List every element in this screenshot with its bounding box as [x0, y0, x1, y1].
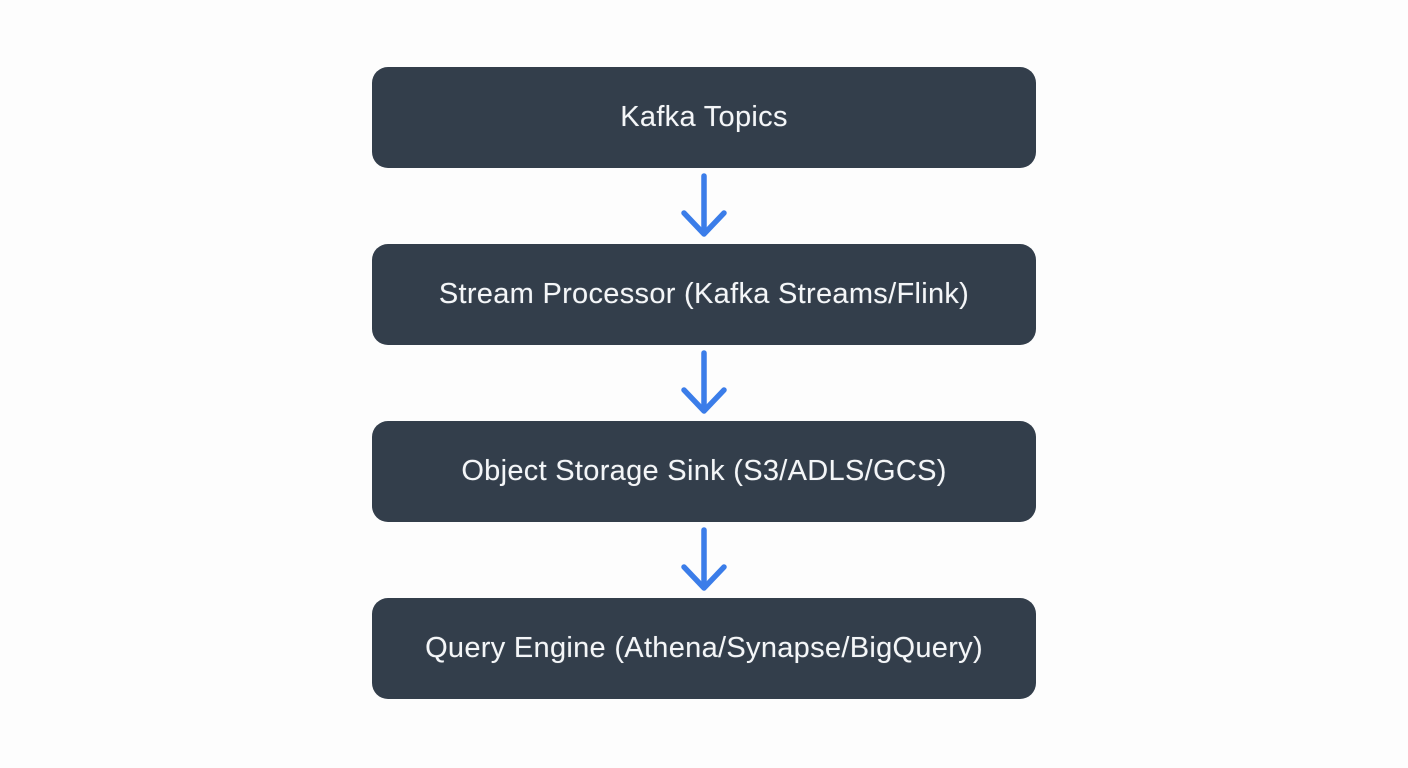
- node-object-storage-sink-label: Object Storage Sink (S3/ADLS/GCS): [461, 455, 947, 487]
- node-stream-processor-label: Stream Processor (Kafka Streams/Flink): [438, 278, 970, 310]
- node-kafka-topics-label: Kafka Topics: [620, 101, 788, 133]
- edge-2: [680, 345, 728, 421]
- edge-1: [680, 168, 728, 244]
- arrow-down-icon: [681, 527, 727, 591]
- arrow-down-icon: [681, 350, 727, 414]
- node-query-engine: Query Engine (Athena/Synapse/BigQuery): [372, 598, 1036, 699]
- edge-3: [680, 522, 728, 598]
- node-query-engine-label: Query Engine (Athena/Synapse/BigQuery): [425, 632, 983, 664]
- node-stream-processor: Stream Processor (Kafka Streams/Flink): [372, 244, 1036, 345]
- flowchart: Kafka Topics Stream Processor (Kafka Str…: [372, 67, 1036, 699]
- node-kafka-topics: Kafka Topics: [372, 67, 1036, 168]
- arrow-down-icon: [681, 173, 727, 237]
- node-object-storage-sink: Object Storage Sink (S3/ADLS/GCS): [372, 421, 1036, 522]
